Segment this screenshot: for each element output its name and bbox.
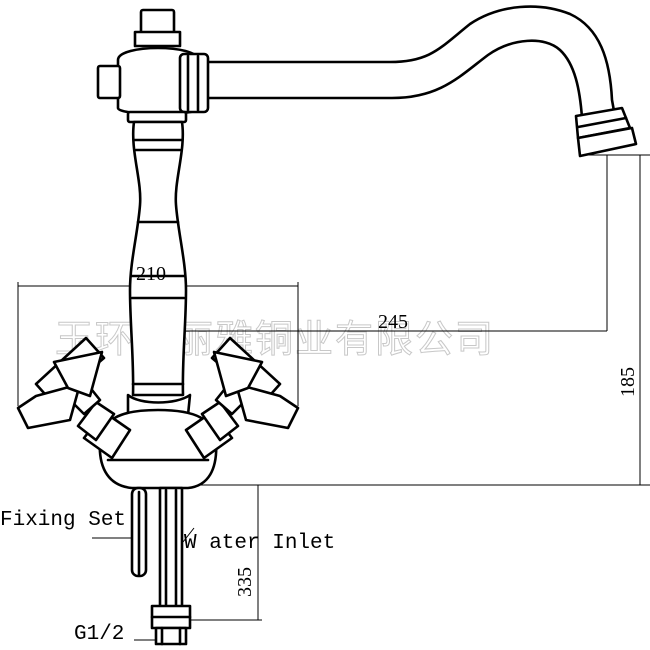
dimension-210-label: 210 xyxy=(136,263,166,285)
dimension-335-label: 335 xyxy=(234,567,256,597)
water-inlet-hose xyxy=(150,486,192,646)
right-handle xyxy=(184,336,300,460)
thread-label: G1/2 xyxy=(74,623,124,646)
left-handle xyxy=(16,336,132,460)
column xyxy=(126,110,192,422)
dimension-lines xyxy=(17,154,650,641)
dimension-185-label: 185 xyxy=(617,367,639,397)
water-inlet-label: W ater Inlet xyxy=(184,532,335,555)
watermark-text: 玉环华丽雅铜业有限公司 xyxy=(55,317,495,361)
fixing-set-label: Fixing Set xyxy=(0,509,126,532)
spout xyxy=(203,5,638,158)
dimension-245-label: 245 xyxy=(378,311,408,333)
swivel-head xyxy=(96,8,210,116)
fixing-rod xyxy=(130,486,148,578)
